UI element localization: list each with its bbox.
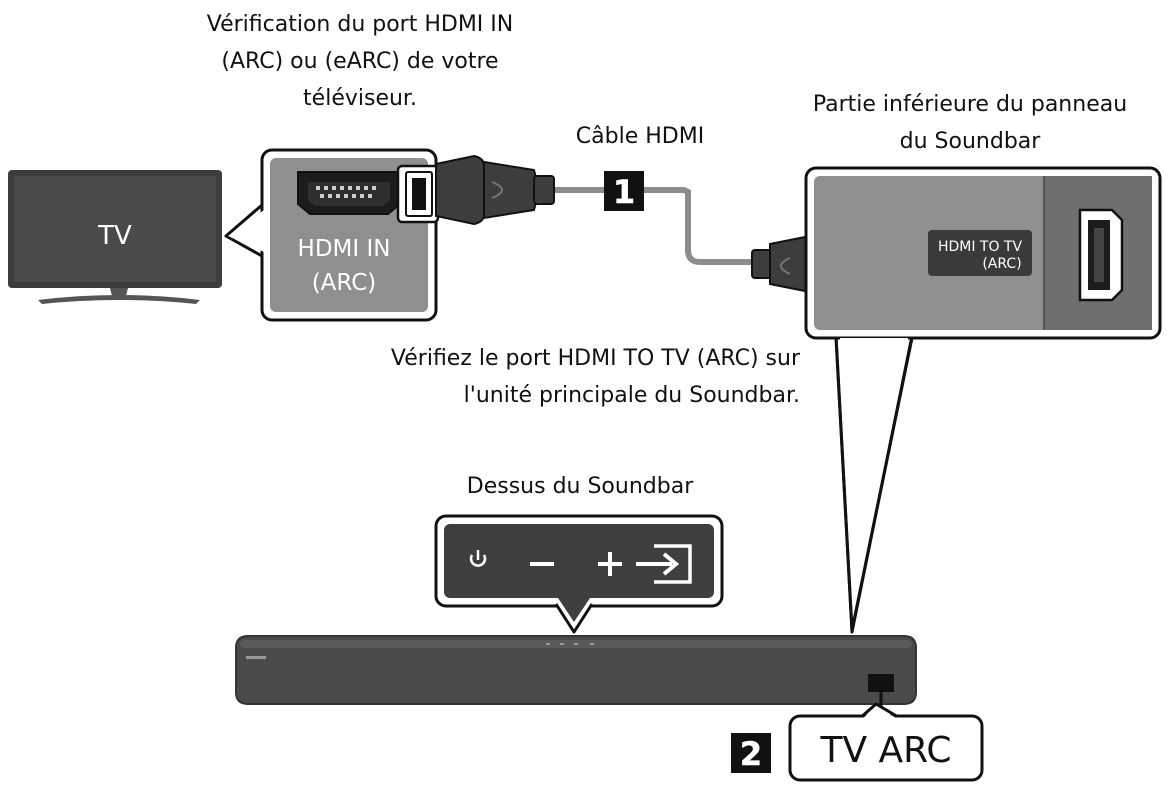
soundbar-bottom-line2: du Soundbar: [899, 129, 1041, 154]
plus-icon: [598, 552, 622, 576]
hdmi-cable-caption: Câble HDMI: [575, 124, 705, 149]
soundbar-bottom-line1: Partie inférieure du panneau: [812, 92, 1128, 117]
tv-label: TV: [97, 221, 132, 251]
power-icon: [469, 550, 487, 567]
step-2-badge: 2: [731, 733, 771, 773]
hdmi-plug-left-icon: [396, 154, 555, 226]
tv-port-label-line1: HDMI IN: [298, 236, 391, 262]
soundbar-port-label-line2: (ARC): [982, 256, 1021, 272]
step-1-number: 1: [613, 173, 635, 211]
tv-port-callout: HDMI IN (ARC): [224, 148, 438, 322]
tv-illustration: TV: [8, 170, 222, 304]
soundbar-bottom-caption: Partie inférieure du panneau du Soundbar: [780, 86, 1160, 160]
tv-arc-label: TV ARC: [819, 730, 951, 771]
tv-port-check-line1: Vérification du port HDMI IN: [206, 12, 514, 37]
tv-port-label-line2: (ARC): [312, 270, 377, 296]
tv-port-check-line2: (ARC) ou (eARC) de votre: [221, 49, 499, 74]
soundbar-port-label-line1: HDMI TO TV: [938, 239, 1023, 255]
hdmi-to-tv-port-icon: [1078, 208, 1124, 302]
soundbar-port-check-line2: l'unité principale du Soundbar.: [463, 383, 800, 408]
soundbar-port-check-line1: Vérifiez le port HDMI TO TV (ARC) sur: [390, 346, 800, 371]
soundbar-top-callout: [434, 514, 724, 634]
hdmi-in-port-icon: [297, 171, 401, 215]
soundbar-bottom-callout: HDMI TO TV (ARC): [804, 166, 1162, 634]
soundbar-illustration: [235, 635, 917, 720]
step-2-number: 2: [740, 735, 762, 773]
tv-port-check-caption: Vérification du port HDMI IN (ARC) ou (e…: [150, 6, 570, 117]
soundbar-top-caption: Dessus du Soundbar: [466, 474, 694, 499]
input-source-icon: [636, 544, 692, 584]
tv-arc-label-box: TV ARC: [788, 702, 984, 782]
tv-port-check-line3: téléviseur.: [303, 86, 417, 111]
step-1-badge: 1: [604, 171, 644, 211]
soundbar-port-check-caption: Vérifiez le port HDMI TO TV (ARC) sur l'…: [330, 340, 800, 414]
